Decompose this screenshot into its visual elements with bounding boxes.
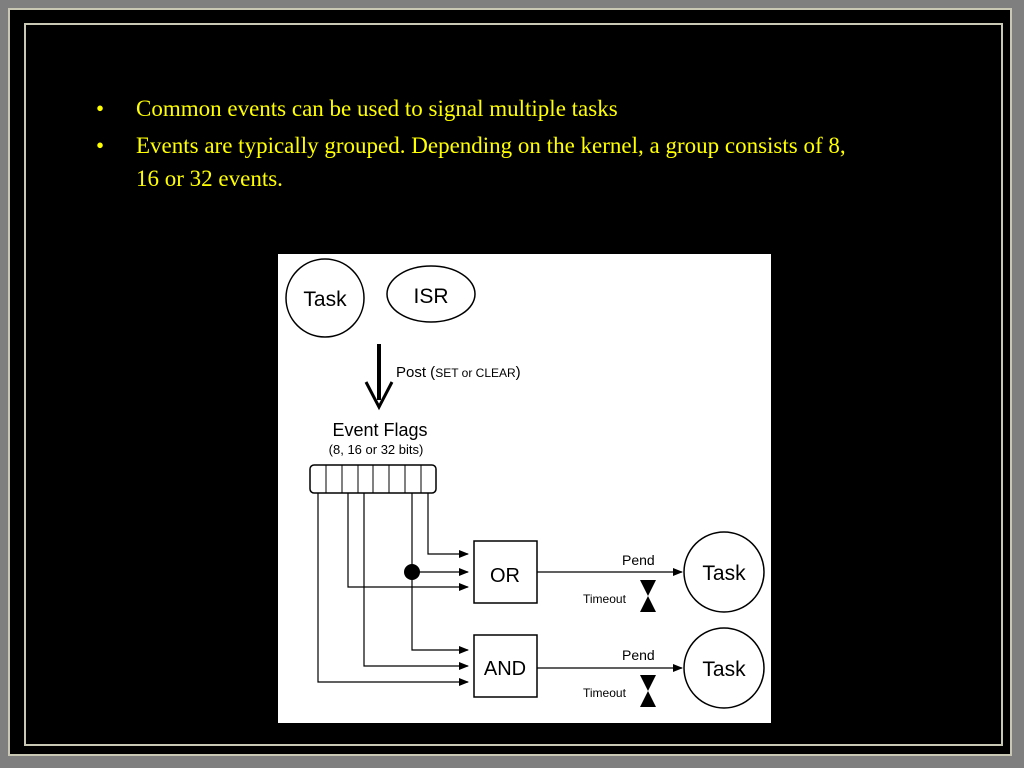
or-input-2 [411, 493, 469, 576]
or-input-1 [427, 493, 469, 558]
isr-node: ISR [386, 265, 476, 323]
bullet-marker: • [96, 96, 105, 121]
dest-task-bottom-circle [683, 627, 765, 709]
diagram-canvas: Task ISR Post (SET or CLEAR) Event Flags… [285, 258, 765, 709]
bullet-text: Common events can be used to signal mult… [136, 96, 618, 121]
pend-label-top: Pend [622, 552, 655, 568]
or-gate: OR [473, 540, 538, 604]
event-flags-title: Event Flags [332, 420, 427, 440]
event-flags-register [309, 464, 437, 494]
dest-task-top-circle [683, 531, 765, 613]
pend-label-bottom: Pend [622, 647, 655, 663]
dest-task-bottom-label: Task [702, 658, 746, 681]
event-flags-diagram: Task ISR Post (SET or CLEAR) Event Flags… [278, 254, 771, 723]
bullet-item-2: • Events are typically grouped. Dependin… [96, 129, 856, 195]
source-task-label: Task [303, 288, 347, 311]
post-arrow [364, 344, 394, 411]
or-gate-label: OR [490, 565, 520, 587]
source-task-circle [285, 258, 365, 338]
or-input-3 [347, 493, 469, 591]
hourglass-icon [640, 675, 656, 707]
and-gate-box [473, 634, 538, 698]
and-gate-label: AND [484, 658, 526, 680]
dest-task-bottom-node: Task [683, 627, 765, 709]
and-input-1 [411, 572, 469, 654]
and-input-2 [363, 493, 469, 670]
post-label: Post (SET or CLEAR) [396, 364, 521, 381]
and-input-3 [317, 493, 469, 686]
isr-ellipse [386, 265, 476, 323]
source-task-node: Task [285, 258, 365, 338]
timeout-label-bottom: Timeout [583, 686, 627, 700]
bullet-item-1: • Common events can be used to signal mu… [96, 92, 856, 125]
post-arrow-head [364, 381, 394, 411]
hourglass-icon [640, 580, 656, 612]
timeout-label-top: Timeout [583, 592, 627, 606]
bullet-marker: • [96, 133, 105, 158]
bullet-list: • Common events can be used to signal mu… [96, 92, 856, 199]
dest-task-top-label: Task [702, 562, 746, 585]
dest-task-top-node: Task [683, 531, 765, 613]
bullet-text: Events are typically grouped. Depending … [136, 133, 846, 191]
and-gate-connections [317, 493, 469, 686]
event-flags-subtitle: (8, 16 or 32 bits) [329, 442, 424, 457]
isr-label: ISR [413, 285, 448, 308]
and-gate: AND [473, 634, 538, 698]
